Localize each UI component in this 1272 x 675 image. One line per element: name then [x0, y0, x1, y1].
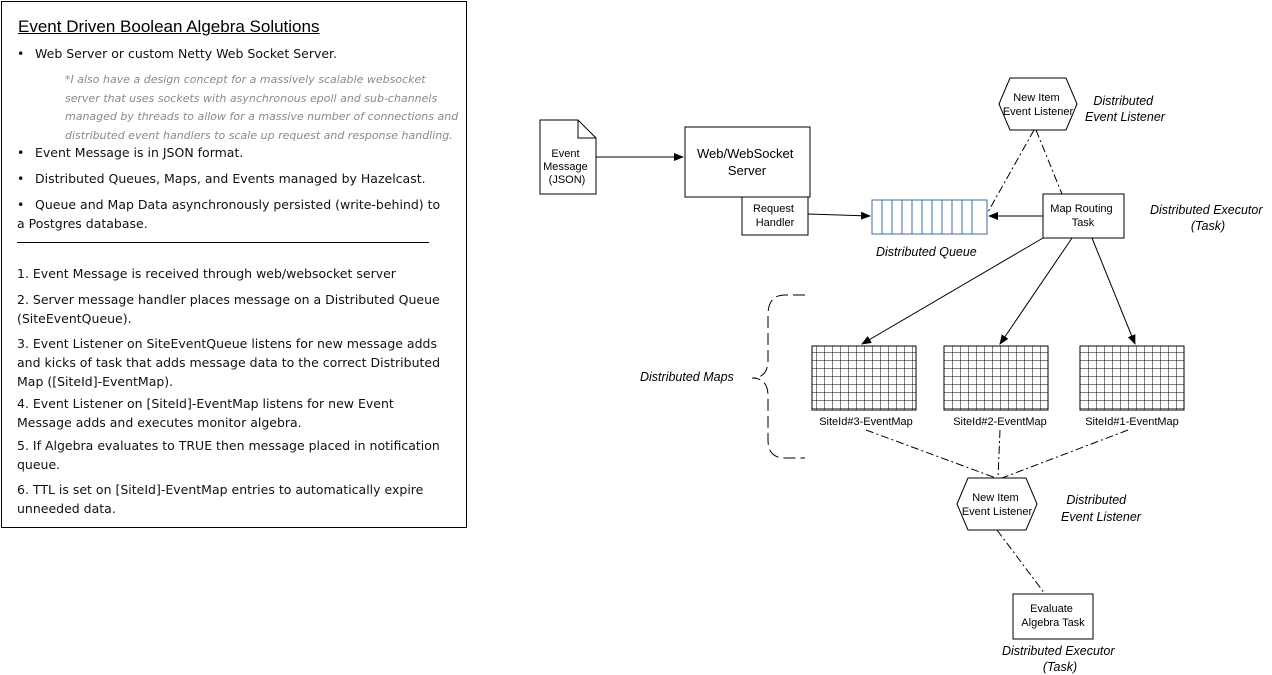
arrow-task-to-map2	[999, 237, 1073, 345]
step-item: 3. Event Listener on SiteEventQueue list…	[17, 336, 441, 389]
top-executor-caption: Distributed Executor (Task)	[1150, 203, 1266, 233]
map-routing-label: Map Routing Task	[1050, 203, 1115, 229]
top-event-listener-label: New Item Event Listener	[1003, 92, 1074, 118]
bullet-item: •Event Message is in JSON format.	[17, 145, 244, 160]
map-routing-task: Map Routing Task	[1042, 193, 1125, 239]
request-handler: Request Handler	[741, 196, 809, 236]
distributed-queue-label: Distributed Queue	[876, 245, 977, 259]
bullet-item: •Distributed Queues, Maps, and Events ma…	[17, 171, 426, 186]
divider	[17, 242, 429, 243]
bullet-text: Event Message is in JSON format.	[35, 145, 244, 160]
distributed-maps-label: Distributed Maps	[640, 370, 734, 384]
step-item: 6. TTL is set on [SiteId]-EventMap entri…	[17, 482, 424, 516]
bullet-item: •Queue and Map Data asynchronously persi…	[17, 197, 441, 231]
arrow-task-to-map1	[1091, 237, 1136, 345]
map3-listener-link	[865, 429, 997, 479]
event-message-label: Event Message (JSON)	[543, 148, 591, 186]
map-label-site3: SiteId#3-EventMap	[819, 416, 913, 428]
arrow-handler-to-queue	[807, 211, 871, 220]
listener-queue-link	[987, 129, 1035, 213]
bullet-text: Queue and Map Data asynchronously persis…	[17, 197, 441, 231]
listener-task-link	[1035, 129, 1063, 195]
top-listener-caption: Distributed Event Listener	[1085, 94, 1166, 124]
event-message-document: Event Message (JSON)	[539, 119, 597, 195]
step-item: 5. If Algebra evaluates to TRUE then mes…	[17, 438, 440, 472]
bottom-listener-caption: Distributed Event Listener	[1061, 493, 1142, 524]
bottom-event-listener: New Item Event Listener	[956, 477, 1038, 531]
evaluate-algebra-task: Evaluate Algebra Task	[1012, 593, 1094, 640]
step-item: 4. Event Listener on [SiteId]-EventMap l…	[17, 396, 394, 430]
step-item: 2. Server message handler places message…	[17, 292, 440, 326]
listener-evaluate-link	[996, 529, 1046, 595]
distributed-queue	[871, 199, 988, 235]
step-item: 1. Event Message is received through web…	[17, 266, 396, 281]
request-handler-label: Request Handler	[753, 203, 797, 229]
bullet-text: Distributed Queues, Maps, and Events man…	[35, 171, 426, 186]
arrow-task-to-map3	[861, 237, 1044, 345]
web-websocket-server: Web/WebSocket Server	[684, 126, 811, 198]
maps-bracket	[751, 294, 805, 459]
text-panel: Event Driven Boolean Algebra Solutions •…	[1, 1, 467, 528]
map-grid-site2-cells	[944, 346, 1048, 410]
map-label-site2: SiteId#2-EventMap	[953, 416, 1047, 428]
map-grid-site1-cells	[1080, 346, 1184, 410]
map-label-site1: SiteId#1-EventMap	[1085, 416, 1179, 428]
bottom-executor-caption: Distributed Executor (Task)	[1002, 644, 1118, 674]
map-grid-site3-cells	[812, 346, 916, 410]
map2-listener-link	[997, 429, 1001, 479]
design-note: *I also have a design concept for a mass…	[65, 73, 459, 142]
bullet-item: •Web Server or custom Netty Web Socket S…	[17, 46, 338, 61]
evaluate-label: Evaluate Algebra Task	[1021, 603, 1085, 629]
top-event-listener: New Item Event Listener	[998, 77, 1078, 131]
bottom-event-listener-label: New Item Event Listener	[962, 492, 1033, 518]
panel-title: Event Driven Boolean Algebra Solutions	[18, 17, 320, 36]
bullet-text: Web Server or custom Netty Web Socket Se…	[35, 46, 338, 61]
server-label: Web/WebSocket Server	[697, 146, 797, 178]
map1-listener-link	[1001, 429, 1129, 479]
